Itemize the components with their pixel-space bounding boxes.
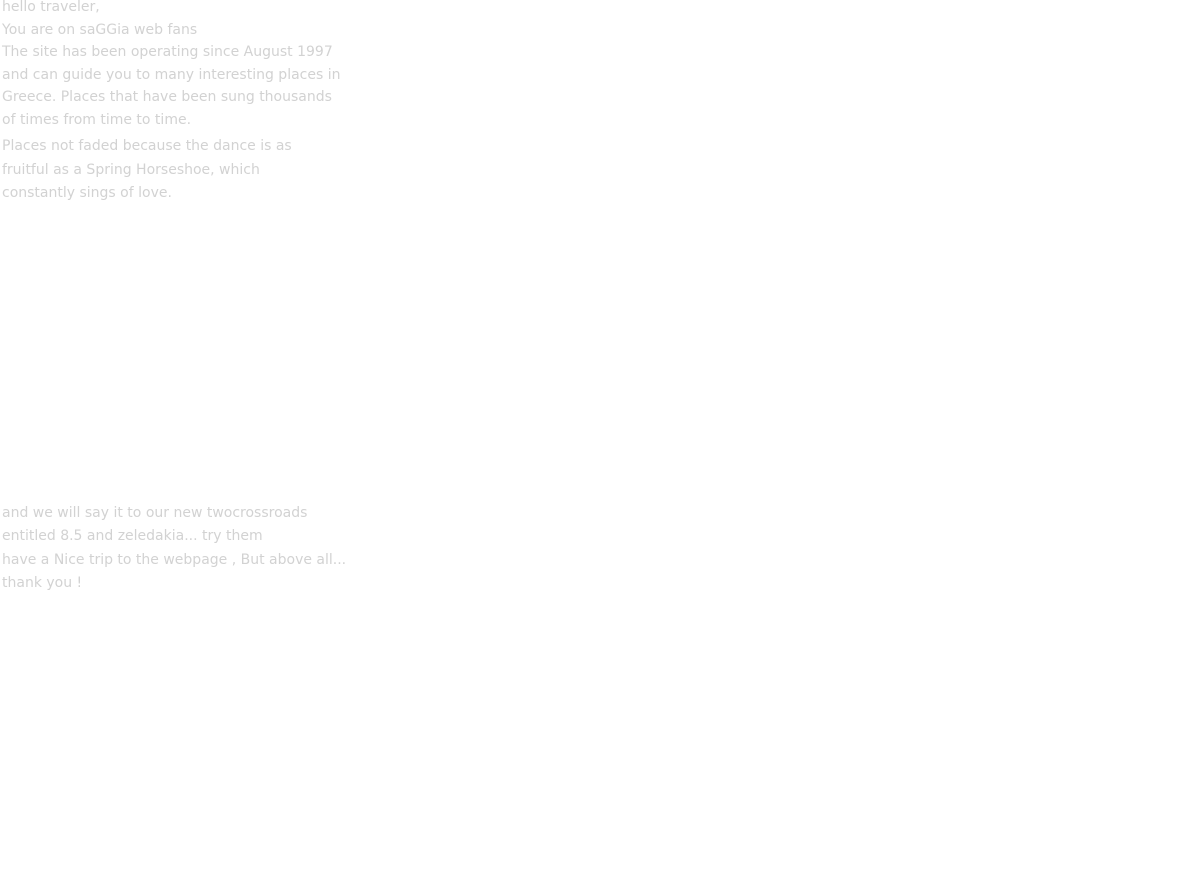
faded-line (2, 400, 322, 424)
intro-line: of times from time to time. (2, 111, 192, 128)
places-line: fruitful as a Spring Horseshoe, which (2, 161, 260, 178)
places-line: constantly sings of love. (2, 185, 172, 201)
intro-paragraph: hello traveler, You are on saGGia web fa… (2, 0, 341, 131)
greeting-line: hello traveler, (2, 0, 100, 15)
faded-line (2, 256, 322, 280)
intro-line: Greece. Places that have been sung thous… (2, 89, 332, 105)
places-line: Places not faded because the dance is as (2, 138, 292, 154)
faded-line (2, 352, 322, 376)
faded-line (2, 232, 322, 256)
places-paragraph: Places not faded because the dance is as… (2, 135, 322, 206)
faded-line (2, 328, 322, 352)
faded-paragraph (2, 232, 322, 472)
closing-line: and we will say it to our new twocrossro… (2, 504, 308, 521)
intro-line: The site has been operating since August… (2, 44, 333, 60)
faded-line (2, 448, 322, 472)
faded-line (2, 424, 322, 448)
site-name-line: You are on saGGia web fans (2, 21, 198, 38)
welcome-text: hello traveler, You are on saGGia web fa… (2, 0, 347, 596)
closing-line: have a Nice trip to the webpage , But ab… (2, 551, 347, 568)
faded-line (2, 280, 322, 304)
closing-paragraph: and we will say it to our new twocrossro… (2, 502, 347, 596)
closing-line: entitled 8.5 and zeledakia... try them (2, 528, 263, 544)
faded-line (2, 304, 322, 328)
intro-line: and can guide you to many interesting pl… (2, 66, 341, 83)
faded-line (2, 376, 322, 400)
thank-you-line: thank you ! (2, 575, 83, 591)
